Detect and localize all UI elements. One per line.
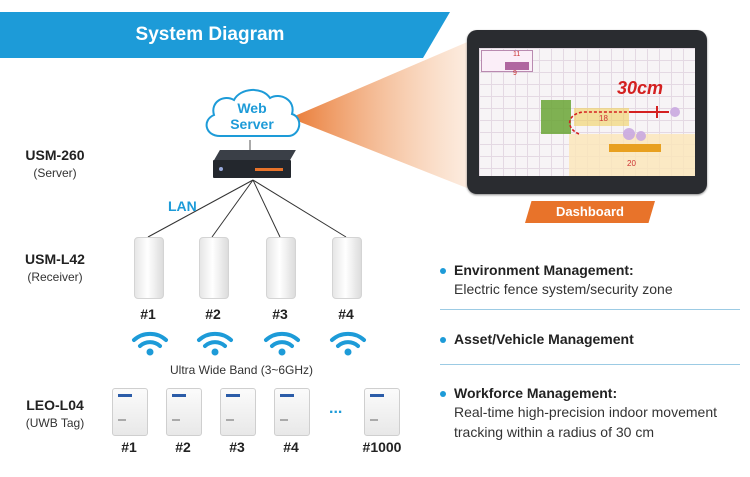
lan-line-1 — [147, 179, 254, 238]
divider — [440, 364, 740, 365]
feature-title: Asset/Vehicle Management — [454, 331, 634, 347]
uwb-tag-device — [364, 388, 400, 436]
receiver-device — [332, 237, 362, 299]
feature-desc: Electric fence system/security zone — [454, 281, 673, 297]
feature-bullet — [440, 391, 446, 397]
data-beam — [290, 40, 472, 190]
tag-number: #2 — [175, 439, 191, 455]
receiver-device — [266, 237, 296, 299]
receiver-number: #1 — [140, 306, 156, 322]
cloud-label: Web Server — [230, 100, 274, 132]
receiver-number: #3 — [272, 306, 288, 322]
uwb-tag-device — [220, 388, 256, 436]
tracking-path — [568, 106, 680, 141]
lan-label: LAN — [168, 198, 197, 214]
title-banner — [0, 12, 450, 58]
receiver-number: #4 — [338, 306, 354, 322]
distance-measurement: 30cm — [617, 78, 664, 98]
tablet-device: 9 11 18 20 30cm — [467, 30, 707, 194]
zone-number: 11 — [513, 51, 521, 58]
divider — [440, 309, 740, 310]
feature-bullet — [440, 337, 446, 343]
wifi-icon — [132, 331, 168, 356]
uwb-tag-device — [112, 388, 148, 436]
feature-bullet — [440, 268, 446, 274]
server-device — [213, 150, 296, 180]
server-name: USM-260 — [25, 147, 85, 163]
tag-name: LEO-L04 — [26, 397, 84, 413]
lan-line-4 — [252, 179, 347, 238]
receiver-device — [134, 237, 164, 299]
feature-title: Workforce Management: — [454, 385, 618, 401]
wifi-icon — [330, 331, 366, 356]
cloud-icon — [205, 89, 301, 137]
zone-number: 18 — [599, 114, 608, 123]
tag-number: #1 — [121, 439, 137, 455]
dashboard-label: Dashboard — [525, 201, 655, 223]
lan-line-3 — [252, 179, 281, 238]
zone-number: 9 — [513, 70, 517, 77]
tag-number: #3 — [229, 439, 245, 455]
uwb-label: Ultra Wide Band (3~6GHz) — [170, 363, 314, 377]
uwb-tag-device — [274, 388, 310, 436]
receiver-number: #2 — [205, 306, 221, 322]
ellipsis: ... — [329, 400, 343, 417]
feature-title: Environment Management: — [454, 262, 634, 278]
diagram-title: System Diagram — [135, 24, 285, 45]
receiver-name: USM-L42 — [25, 251, 85, 267]
uwb-tag-device — [166, 388, 202, 436]
feature-desc: Real-time high-precision indoor movement… — [454, 404, 718, 440]
tag-role: (UWB Tag) — [25, 416, 85, 430]
server-role: (Server) — [33, 166, 77, 180]
tag-number: #4 — [283, 439, 299, 455]
wifi-icon — [264, 331, 300, 356]
dashboard-screen: 9 11 18 20 30cm — [479, 48, 695, 176]
receiver-device — [199, 237, 229, 299]
zone-number: 20 — [627, 159, 636, 168]
lan-line-2 — [211, 179, 254, 238]
tag-number: #1000 — [362, 439, 402, 455]
receiver-role: (Receiver) — [27, 270, 83, 284]
wifi-icon — [197, 331, 233, 356]
